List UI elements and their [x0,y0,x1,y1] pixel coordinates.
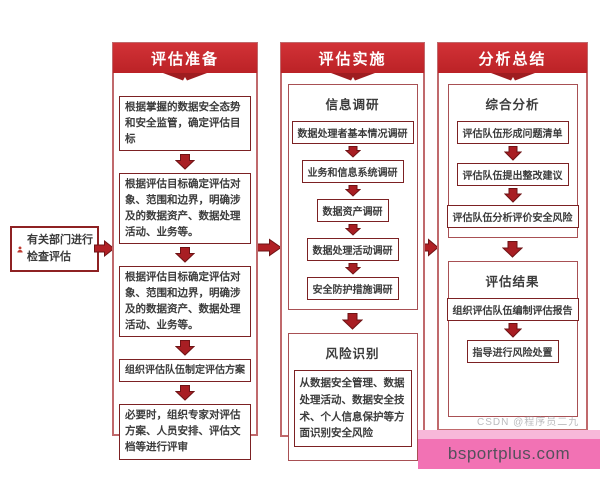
banner-title: 评估准备 [150,50,219,68]
flow-step: 必要时，组织专家对评估方案、人员安排、评估文档等进行评审 [119,404,251,460]
summary-groups: 综合分析 评估队伍形成问题清单 评估队伍提出整改建议 评估队伍分析评价安全风险 … [439,73,586,425]
start-box-label: 有关部门进行 检查评估 [27,232,93,266]
group-title: 风险识别 [325,347,380,361]
start-box: 有关部门进行 检查评估 [10,226,99,272]
group-assessment-result: 评估结果 组织评估队伍编制评估报告 指导进行风险处置 [446,261,579,417]
group-title: 信息调研 [325,98,380,112]
banner-assessment-preparation: 评估准备 [113,43,257,81]
down-arrow-icon [344,146,361,158]
footer-pink-strip [418,430,600,439]
banner-ribbon-fold [330,73,375,81]
down-arrow-icon [344,263,361,275]
connector-arrow-preparation-to-implementation [255,238,282,257]
survey-item: 数据资产调研 [316,199,389,222]
survey-item: 业务和信息系统调研 [301,160,404,183]
group-information-research: 信息调研 数据处理者基本情况调研 业务和信息系统调研 数据资产调研 数据处理活动… [287,84,418,310]
survey-item: 安全防护措施调研 [306,277,399,300]
connector-arrow-start-to-preparation [94,240,115,257]
implementation-groups: 信息调研 数据处理者基本情况调研 业务和信息系统调研 数据资产调研 数据处理活动… [282,73,423,469]
down-arrow-icon [175,154,195,170]
flow-step: 根据掌握的数据安全态势和安全监管，确定评估目标 [119,96,251,152]
down-arrow-icon [175,385,195,401]
flow-step: 根据评估目标确定评估对象、范围和边界，明确涉及的数据资产、数据处理活动、业务等。 [119,173,251,245]
analysis-item: 评估队伍形成问题清单 [456,121,569,144]
survey-item: 数据处理活动调研 [306,238,399,261]
banner-title: 分析总结 [478,50,547,68]
banner-ribbon-fold [490,73,535,81]
start-box-line1: 有关部门进行 [27,233,93,246]
down-arrow-icon [344,185,361,197]
footer-site-banner: bsportplus.com [418,439,600,469]
down-arrow-icon [342,313,363,330]
preparation-steps: 根据掌握的数据安全态势和安全监管，确定评估目标 根据评估目标确定评估对象、范围和… [114,73,256,468]
column-assessment-implementation: 评估实施 信息调研 数据处理者基本情况调研 业务和信息系统调研 数据资产调研 [280,42,425,461]
result-item: 组织评估队伍编制评估报告 [446,298,579,321]
person-icon [17,245,23,252]
risk-identification-item: 从数据安全管理、数据处理活动、数据安全技术、个人信息保护等方面识别安全风险 [293,370,412,448]
column-assessment-preparation: 评估准备 根据掌握的数据安全态势和安全监管，确定评估目标 根据评估目标确定评估对… [112,42,258,460]
down-arrow-icon [175,340,195,356]
down-arrow-icon [502,241,523,258]
flow-step: 根据评估目标确定评估对象、范围和边界，明确涉及的数据资产、数据处理活动、业务等。 [119,266,251,338]
group-comprehensive-analysis: 综合分析 评估队伍形成问题清单 评估队伍提出整改建议 评估队伍分析评价安全风险 [446,84,579,238]
down-arrow-icon [503,323,522,338]
group-title: 评估结果 [485,275,540,289]
banner-title: 评估实施 [318,50,387,68]
footer-site-text: bsportplus.com [447,444,571,463]
banner-analysis-summary: 分析总结 [438,43,587,81]
group-risk-identification: 风险识别 从数据安全管理、数据处理活动、数据安全技术、个人信息保护等方面识别安全… [287,333,418,461]
group-title: 综合分析 [485,98,540,112]
flow-step: 组织评估队伍制定评估方案 [119,359,251,383]
result-item: 指导进行风险处置 [466,340,559,363]
banner-assessment-implementation: 评估实施 [281,43,424,81]
banner-ribbon-fold [163,73,207,81]
start-box-line2: 检查评估 [27,251,71,263]
column-analysis-summary: 分析总结 综合分析 评估队伍形成问题清单 评估队伍提出整改建议 评估队伍分析评价… [437,42,588,431]
analysis-item: 评估队伍提出整改建议 [456,163,569,186]
down-arrow-icon [503,188,522,203]
survey-item: 数据处理者基本情况调研 [291,121,414,144]
down-arrow-icon [503,146,522,161]
csdn-watermark: CSDN @程序员二九 [477,417,580,428]
down-arrow-icon [344,224,361,236]
analysis-item: 评估队伍分析评价安全风险 [446,205,579,228]
down-arrow-icon [175,247,195,263]
